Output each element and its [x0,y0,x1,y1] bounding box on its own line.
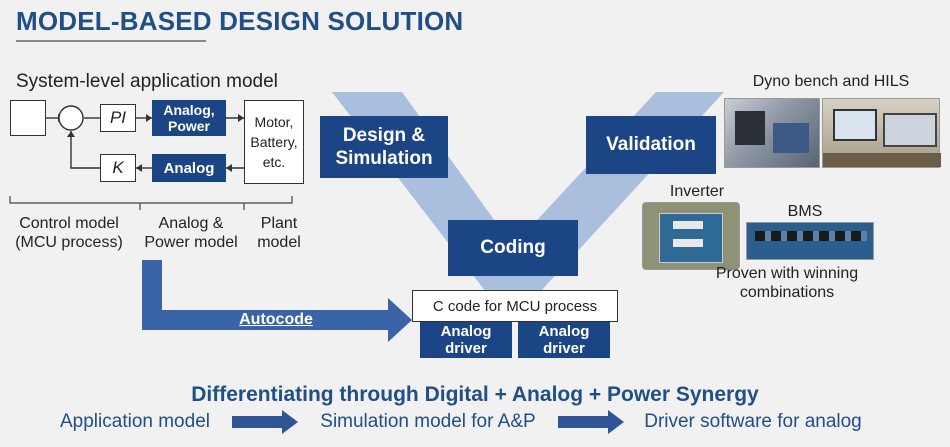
flow-step-3: Driver software for analog [644,411,862,432]
flow-arrow-1 [232,410,298,434]
control-model-caption: Control model (MCU process) [15,215,123,251]
plant-block: Motor, Battery, etc. [244,100,304,184]
input-block [10,100,46,136]
flow-step-2: Simulation model for A&P [320,411,536,432]
autocode-arrow [142,260,412,342]
inverter-label: Inverter [669,183,725,200]
hils-photo [822,98,941,168]
analog-block: Analog [152,154,226,182]
page-title: MODEL-BASED DESIGN SOLUTION [16,6,464,36]
design-simulation-box: Design & Simulation [320,116,448,178]
pi-block: PI [100,104,136,132]
analog-power-block: Analog, Power [152,100,226,136]
proven-label: Proven with winning combinations [715,265,859,301]
k-block: K [100,154,136,182]
autocode-label: Autocode [239,311,313,328]
analog-driver-1: Analog driver [420,322,512,358]
bms-photo [746,222,874,260]
validation-box: Validation [586,116,716,174]
flow-arrow-2 [558,410,624,434]
inverter-photo [642,202,740,270]
coding-box: Coding [448,220,578,276]
model-heading: System-level application model [16,71,278,92]
dyno-bench-photo [724,98,820,168]
analog-power-caption: Analog & Power model [144,215,238,251]
c-code-box: C code for MCU process [412,290,618,322]
dyno-label: Dyno bench and HILS [752,73,910,90]
flow-step-1: Application model [60,411,210,432]
bms-label: BMS [787,203,823,220]
title-underline [16,40,206,42]
synergy-heading: Differentiating through Digital + Analog… [191,383,759,406]
analog-driver-2: Analog driver [518,322,610,358]
plant-caption: Plant model [257,215,301,251]
